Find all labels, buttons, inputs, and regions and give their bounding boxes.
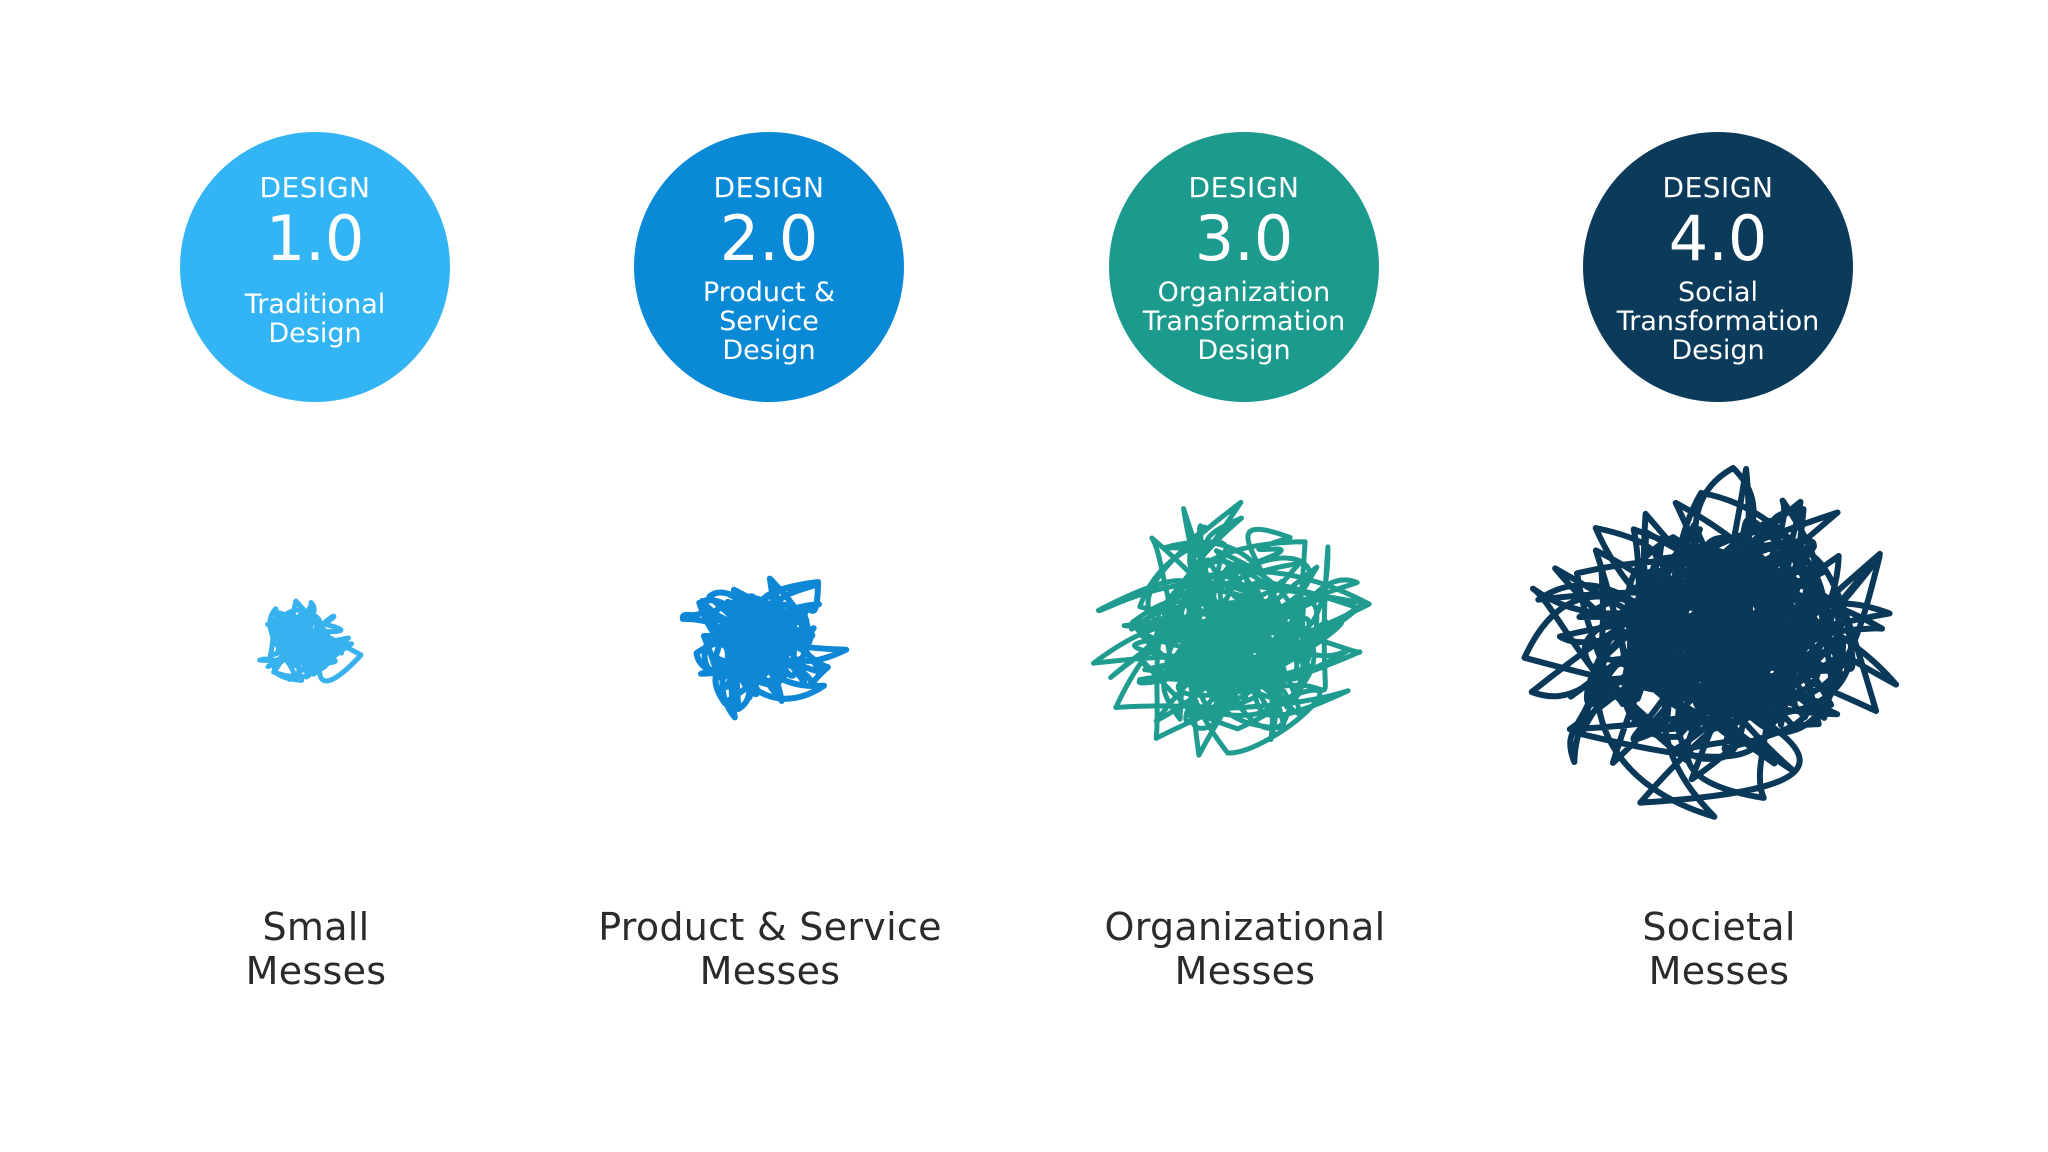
- small-scribble-icon: [257, 598, 364, 684]
- design-3-circle: DESIGN 3.0 Organization Transformation D…: [1109, 132, 1379, 402]
- design-4-subtitle: Social Transformation Design: [1616, 277, 1820, 366]
- design-2-version: 2.0: [719, 202, 819, 275]
- design-1-kicker: DESIGN: [259, 171, 371, 204]
- design-stage-2: DESIGN 2.0 Product & Service Design Prod…: [560, 0, 980, 1152]
- design-3-kicker: DESIGN: [1188, 171, 1300, 204]
- large-scribble-icon: [1091, 499, 1372, 758]
- design-3-version: 3.0: [1194, 202, 1294, 275]
- small-messes-label: Small Messes: [245, 905, 387, 993]
- scribble-path: [257, 598, 364, 684]
- design-2-subtitle: Product & Service Design: [702, 277, 836, 366]
- scribble-path: [1091, 499, 1372, 758]
- scribble-path: [1521, 465, 1900, 820]
- design-1-version: 1.0: [265, 202, 365, 275]
- scribble-path: [679, 575, 850, 721]
- medium-scribble-icon: [679, 575, 850, 721]
- design-1-subtitle: Traditional Design: [244, 289, 386, 349]
- design-stage-1: DESIGN 1.0 Traditional Design Small Mess…: [106, 0, 526, 1152]
- societal-messes-label: Societal Messes: [1642, 905, 1796, 993]
- design-2-circle: DESIGN 2.0 Product & Service Design: [634, 132, 904, 402]
- design-2-kicker: DESIGN: [713, 171, 825, 204]
- design-4-circle: DESIGN 4.0 Social Transformation Design: [1583, 132, 1853, 402]
- huge-scribble-icon: [1521, 465, 1900, 820]
- design-3-subtitle: Organization Transformation Design: [1142, 277, 1346, 366]
- organizational-messes-label: Organizational Messes: [1104, 905, 1386, 993]
- design-4-version: 4.0: [1668, 202, 1768, 275]
- product-service-messes-label: Product & Service Messes: [598, 905, 942, 993]
- design-1-circle: DESIGN 1.0 Traditional Design: [180, 132, 450, 402]
- design-4-kicker: DESIGN: [1662, 171, 1774, 204]
- design-stage-3: DESIGN 3.0 Organization Transformation D…: [1035, 0, 1455, 1152]
- design-stage-4: DESIGN 4.0 Social Transformation Design …: [1509, 0, 1929, 1152]
